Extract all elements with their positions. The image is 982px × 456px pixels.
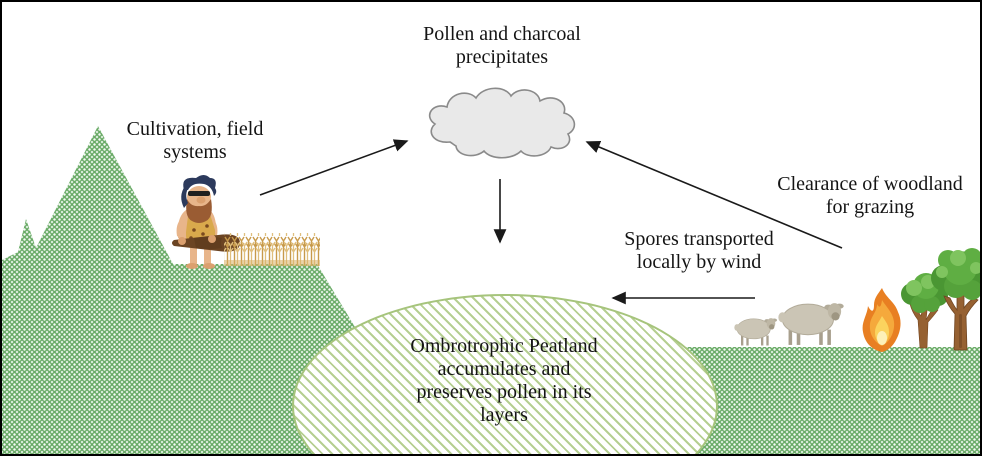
caveman-icon	[172, 175, 240, 269]
cultivation-label: Cultivation, field systems	[126, 118, 264, 163]
trees-icon	[901, 248, 980, 351]
peatland-label: Ombrotrophic Peatland accumulates and pr…	[410, 335, 598, 426]
wheat-field-icon	[224, 232, 320, 266]
arrow-cultivation-to-cloud	[259, 139, 409, 196]
small-sheep-icon	[734, 318, 777, 346]
arrow-clearance-to-cloud	[585, 141, 843, 249]
large-sheep-icon	[778, 303, 844, 345]
spores-label: Spores transported locally by wind	[624, 228, 774, 273]
clearance-label: Clearance of woodland for grazing	[777, 173, 963, 218]
cloud-icon	[429, 87, 576, 159]
bonfire-icon	[862, 288, 901, 352]
precipitation-label: Pollen and charcoal precipitates	[423, 23, 581, 68]
